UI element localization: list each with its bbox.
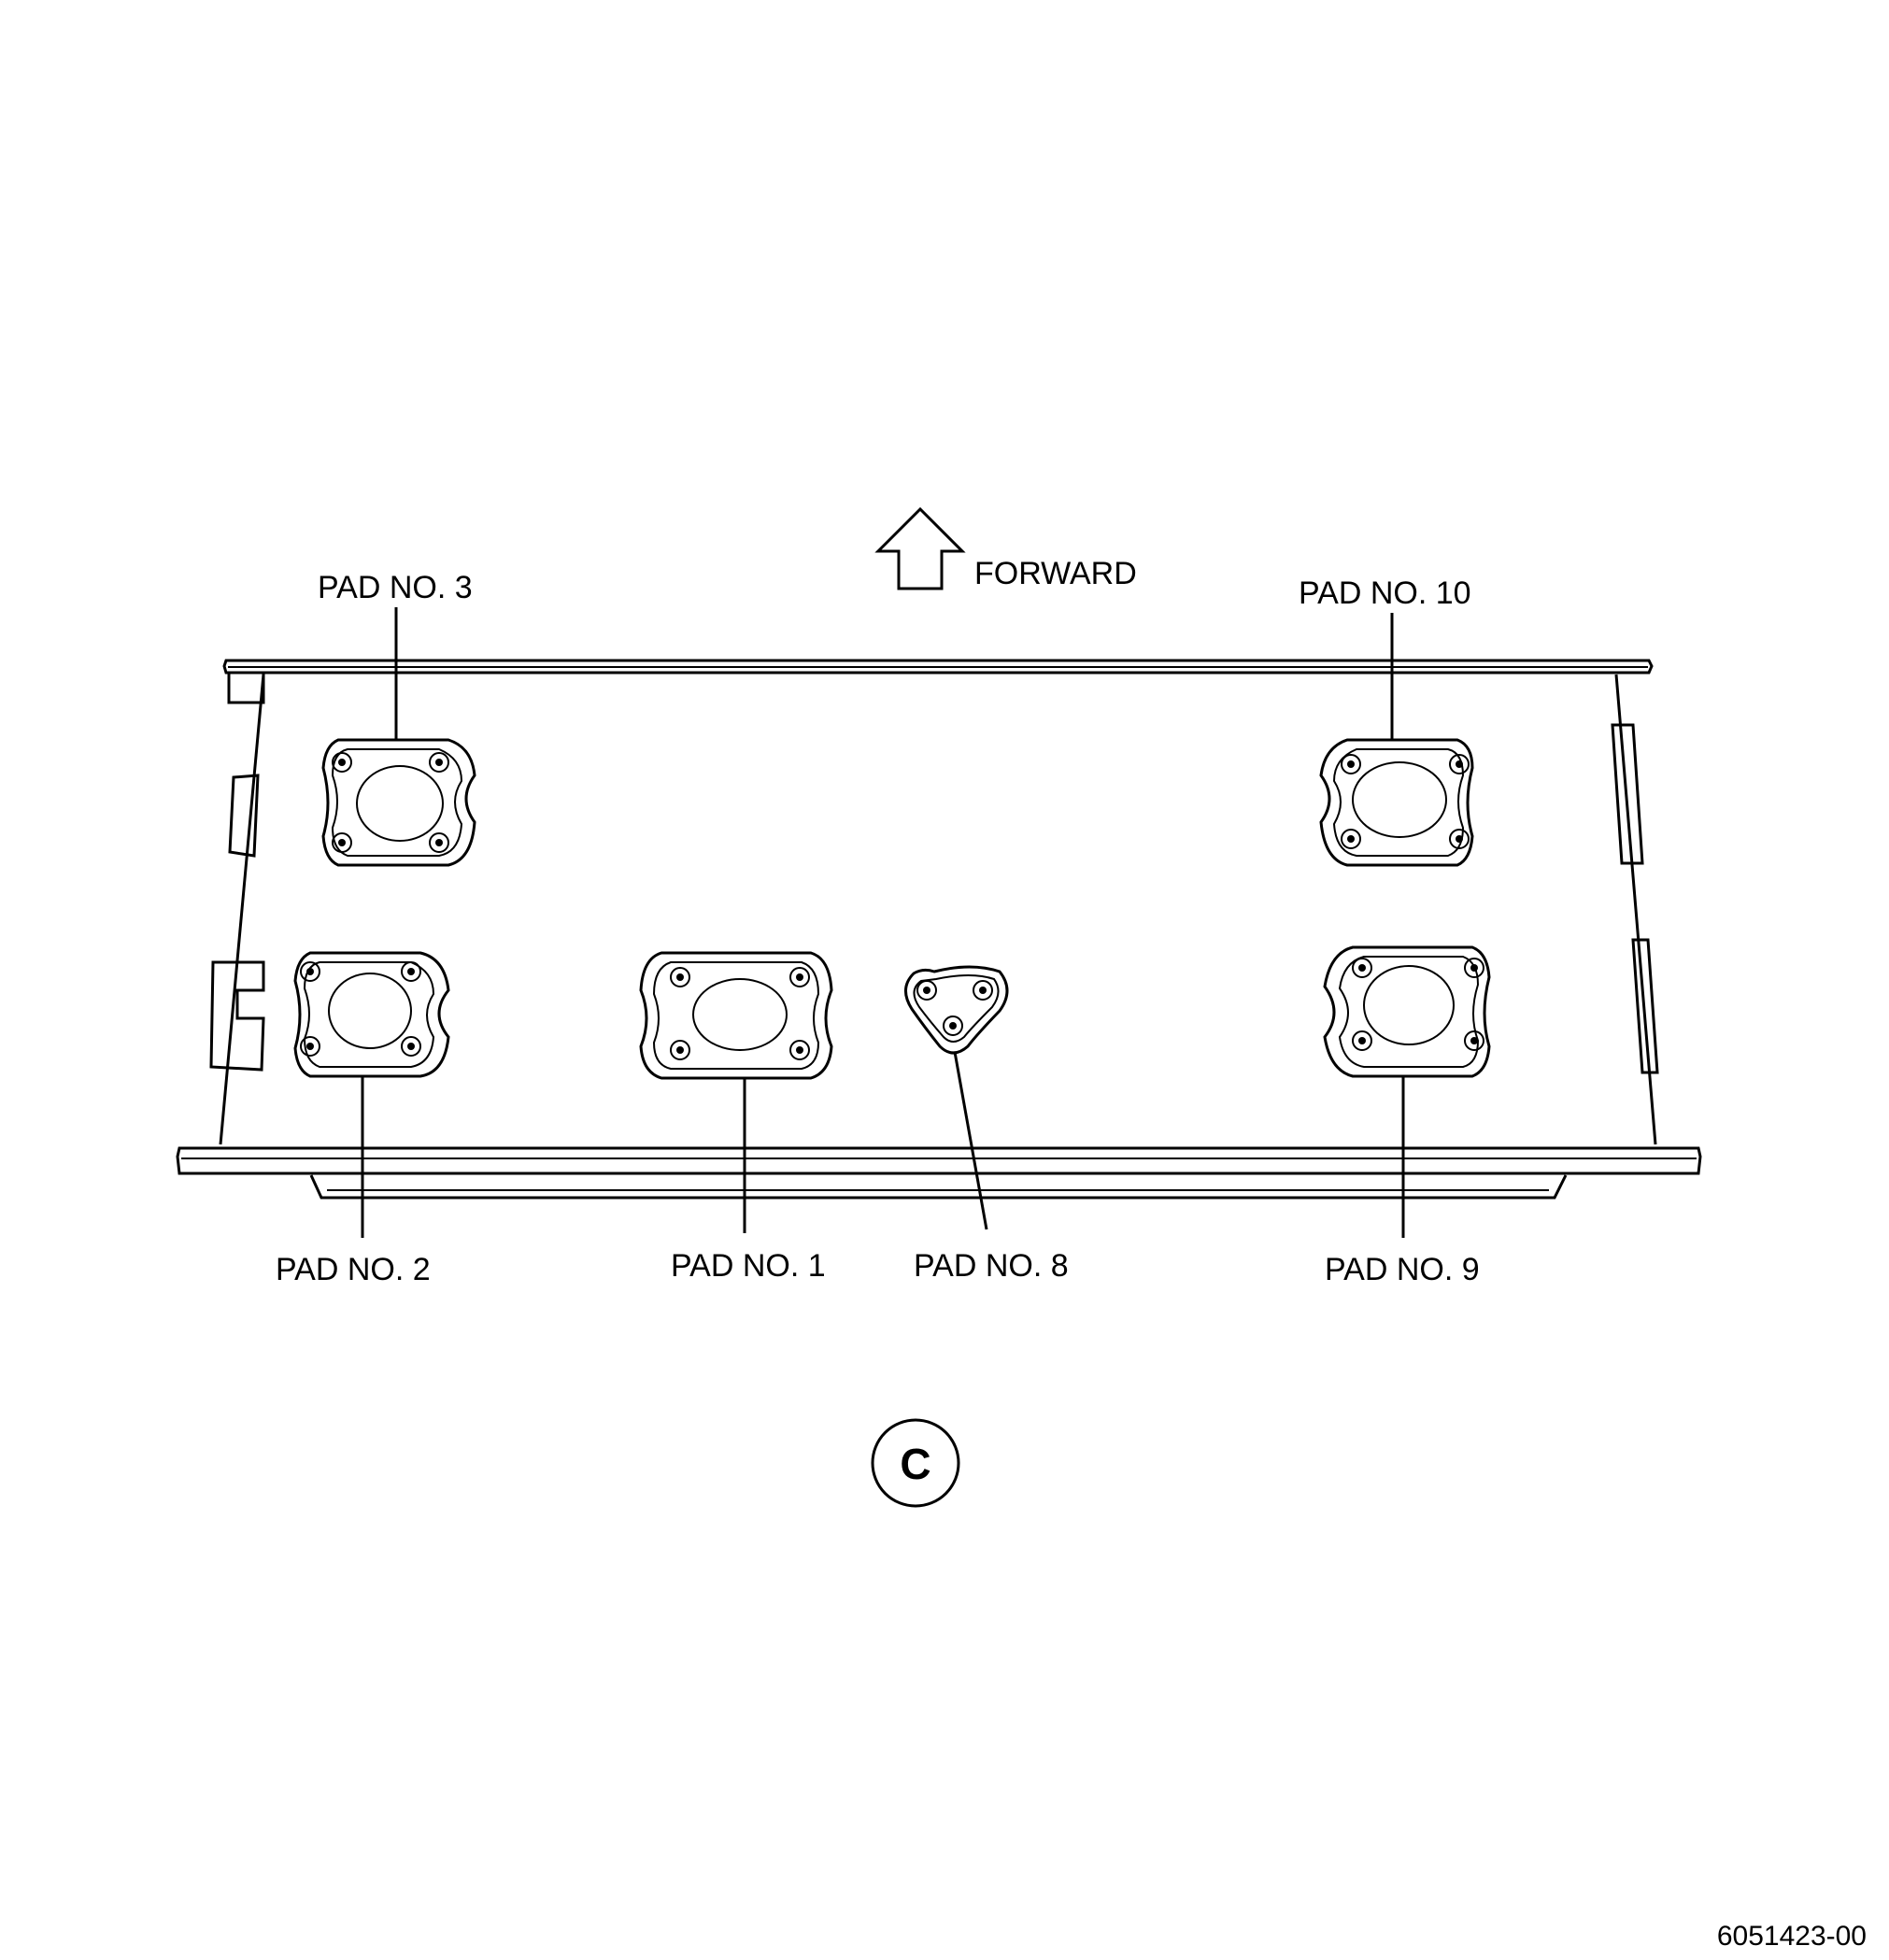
pad-9 [1323,945,1491,1078]
pad-8-leader-line [953,1051,988,1230]
view-label: C [900,1440,930,1488]
pad-3 [321,738,476,867]
pad-2 [293,951,450,1078]
forward-arrow-icon [874,506,966,590]
left-bracket-tabs [209,671,265,1072]
pad-8-label: PAD NO. 8 [914,1248,1069,1284]
pad-10-label: PAD NO. 10 [1299,575,1471,611]
pad-1 [639,951,833,1080]
figure-number: 6051423-00 [1717,1921,1867,1952]
view-label-circle [871,1418,960,1508]
forward-label: FORWARD [974,556,1137,591]
pad-1-label: PAD NO. 1 [671,1248,826,1284]
pad-3-label: PAD NO. 3 [318,570,473,605]
housing-body [176,659,1702,1200]
pad-10 [1319,738,1474,867]
pad-8 [904,965,1009,1055]
right-bracket-tabs [1611,723,1659,1074]
pad-2-label: PAD NO. 2 [276,1252,431,1287]
pad-9-label: PAD NO. 9 [1325,1252,1480,1287]
